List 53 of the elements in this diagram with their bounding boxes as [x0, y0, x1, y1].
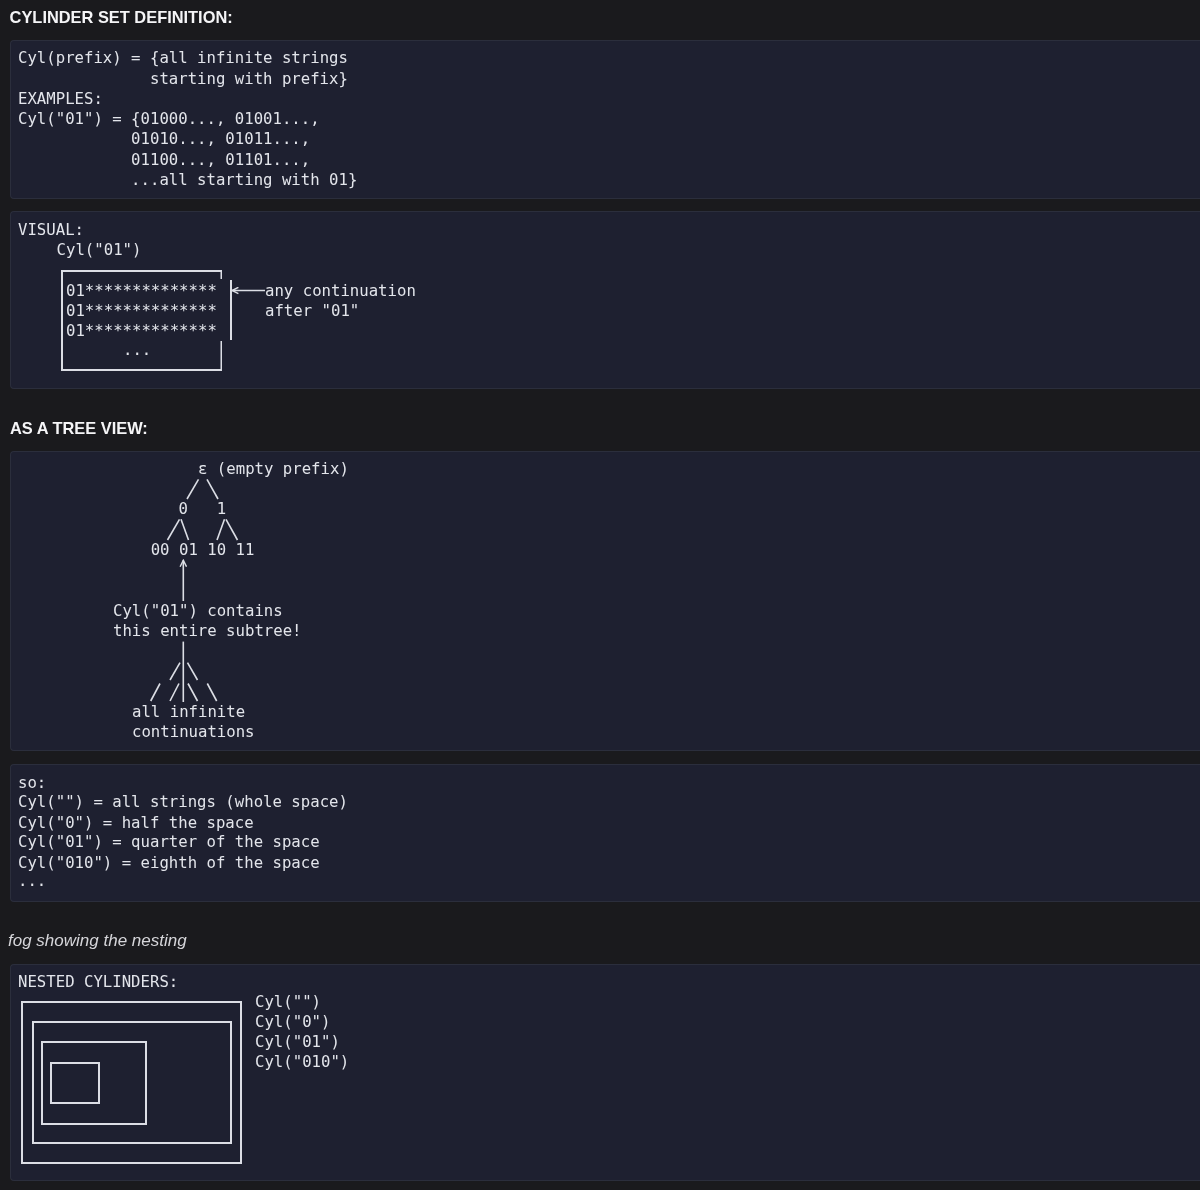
- connector-line: [166, 518, 181, 541]
- example-text: Cyl("01") = {01000..., 01001..., 01010..., 01011..., 01100..., 01101..., ...all starting with 01}: [18, 109, 359, 191]
- cylinder-label: Cyl("0"): [255, 1011, 331, 1032]
- code-line: Cyl("0") = half the space: [18, 812, 254, 833]
- code-line: Cyl("") = all strings (whole space): [18, 792, 348, 813]
- caption-text: fog showing the nesting: [8, 929, 187, 951]
- annotation-text: any continuation after "01": [265, 280, 426, 322]
- code-line: Cyl("01") = quarter of the space: [18, 832, 320, 853]
- connector-line: [186, 478, 200, 500]
- tree-node-label: 1: [216, 499, 227, 520]
- string-row: 01**************: [66, 280, 217, 301]
- cylinder-label: Cyl("010"): [255, 1051, 350, 1072]
- section-heading: CYLINDER SET DEFINITION:: [9, 7, 233, 27]
- code-line: Cyl("010") = eighth of the space: [18, 852, 320, 873]
- vertical-bar: [229, 280, 232, 340]
- code-label: Cyl("01"): [56, 240, 142, 261]
- code-block-panel: [10, 40, 1200, 199]
- code-block-panel: [10, 963, 1200, 1181]
- nested-rectangle: [50, 1061, 100, 1104]
- connector-line: [206, 478, 219, 500]
- tree-node-label: 0: [178, 499, 188, 520]
- tree-leaf-label: 00: [150, 540, 170, 561]
- nested-rectangle: [40, 1040, 147, 1125]
- annotation-text: all infinite continuations: [132, 702, 264, 743]
- nested-rectangle: [21, 1001, 242, 1164]
- tree-root-label: ε (empty prefix): [198, 459, 349, 480]
- connector-line: [225, 518, 239, 541]
- code-block-panel: [10, 211, 1200, 389]
- tree-leaf-label: 01: [179, 540, 198, 561]
- section-label: so:: [18, 772, 47, 793]
- string-row: 01**************: [66, 300, 217, 322]
- ellipsis-text: ...: [123, 339, 152, 360]
- section-label: NESTED CYLINDERS:: [18, 971, 179, 992]
- section-label: VISUAL:: [18, 219, 84, 240]
- arrow: [179, 559, 188, 602]
- tree-leaf-label: 11: [235, 540, 255, 561]
- ellipsis-text: ...: [18, 871, 47, 892]
- tree-leaf-label: 10: [207, 540, 227, 561]
- cylinder-label: Cyl(""): [255, 991, 321, 1012]
- code-block-panel: [10, 764, 1200, 902]
- string-row: 01**************: [66, 321, 217, 342]
- nested-rectangle: [31, 1021, 232, 1144]
- arrow: [231, 286, 266, 295]
- definition-text: Cyl(prefix) = {all infinite strings starting with prefix}: [18, 48, 349, 89]
- annotation-text: Cyl("01") contains this entire subtree!: [113, 601, 311, 642]
- code-block-panel: [10, 451, 1200, 751]
- cylinder-label: Cyl("01"): [255, 1031, 340, 1052]
- connector-line: [180, 518, 190, 541]
- connector-line: [216, 518, 226, 541]
- connector-line: [182, 640, 185, 703]
- string-box: [60, 269, 222, 371]
- section-heading: AS A TREE VIEW:: [10, 418, 148, 438]
- section-label: EXAMPLES:: [18, 88, 103, 109]
